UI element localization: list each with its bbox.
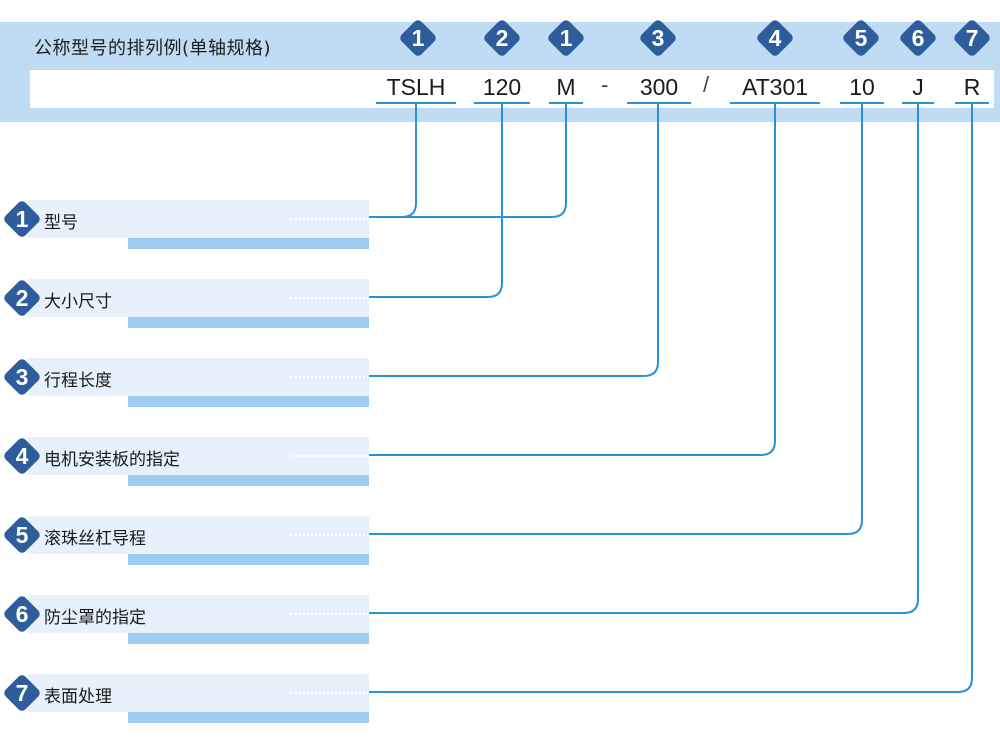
code-model-suffix: M	[549, 74, 583, 104]
code-badge-2: 2	[482, 18, 522, 58]
item-badge-5: 5	[2, 515, 42, 555]
item-label-6: 防尘罩的指定	[44, 608, 146, 628]
item-badge-2: 2	[2, 278, 42, 318]
connector-size	[369, 104, 503, 298]
code-badge-1: 1	[398, 18, 438, 58]
code-badge-4: 4	[755, 18, 795, 58]
connector-model	[369, 104, 417, 218]
code-badge-7: 7	[952, 18, 992, 58]
code-stroke: 300	[627, 74, 691, 104]
code-motor-plate: AT301	[730, 74, 820, 104]
connector-model-suffix	[369, 104, 567, 218]
connector-surface	[369, 104, 973, 693]
code-badge-3: 3	[638, 18, 678, 58]
separator-slash: /	[703, 72, 710, 97]
item-label-5: 滚珠丝杠导程	[44, 529, 146, 549]
code-model: TSLH	[376, 74, 456, 104]
item-label-4: 电机安装板的指定	[44, 450, 180, 470]
code-dust-cover: J	[902, 74, 934, 104]
item-badge-6: 6	[2, 594, 42, 634]
item-badge-7: 7	[2, 673, 42, 713]
code-strip	[30, 70, 994, 108]
item-label-3: 行程长度	[44, 371, 112, 391]
code-size: 120	[474, 74, 530, 104]
item-label-2: 大小尺寸	[44, 292, 112, 312]
item-label-7: 表面处理	[44, 687, 112, 707]
connector-dust-cover	[369, 104, 919, 614]
separator-dash: -	[601, 72, 609, 97]
connector-stroke	[369, 104, 659, 377]
connector-motor-plate	[369, 104, 776, 456]
diagram-title: 公称型号的排列例(单轴规格)	[34, 38, 272, 59]
code-lead: 10	[840, 74, 884, 104]
code-badge-5: 5	[841, 18, 881, 58]
item-badge-1: 1	[2, 199, 42, 239]
code-badge-1b: 1	[546, 18, 586, 58]
item-badge-3: 3	[2, 357, 42, 397]
code-surface: R	[955, 74, 989, 104]
code-badge-6: 6	[898, 18, 938, 58]
item-badge-4: 4	[2, 436, 42, 476]
item-label-1: 型号	[44, 213, 78, 233]
connector-lead	[369, 104, 863, 535]
